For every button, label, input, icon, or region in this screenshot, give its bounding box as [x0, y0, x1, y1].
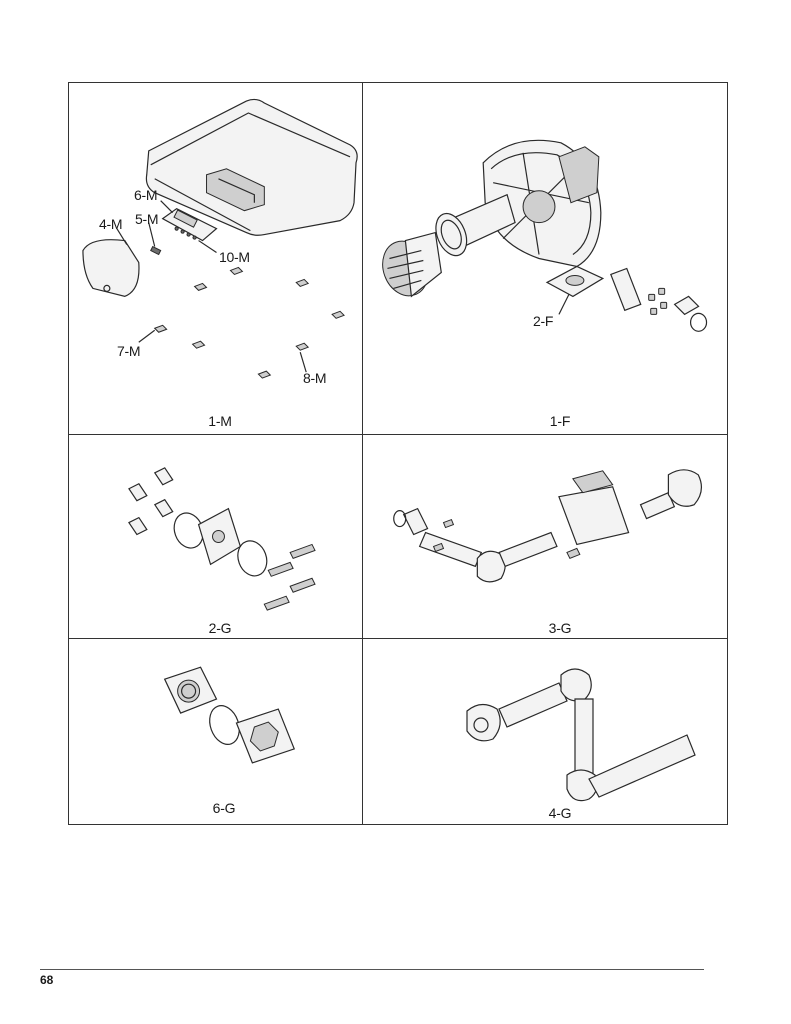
panel-1m: 6-M 5-M 4-M 10-M 7-M 8-M 1-M [69, 83, 363, 435]
caption-2g: 2-G [208, 620, 232, 636]
gas-valve-flange-kit-illustration [128, 467, 316, 611]
callout-10m: 10-M [219, 249, 250, 265]
caption-1m: 1-M [208, 413, 232, 429]
callout-5m: 5-M [135, 211, 159, 227]
page-number: 68 [40, 973, 54, 987]
callout-7m: 7-M [117, 343, 141, 359]
panel-2g: 2-G [69, 435, 363, 639]
callout-8m: 8-M [303, 370, 327, 386]
footer-rule [40, 969, 704, 970]
parts-diagram-grid: 6-M 5-M 4-M 10-M 7-M 8-M 1-M [68, 82, 728, 825]
callout-2f: 2-F [533, 313, 554, 329]
caption-4g: 4-G [548, 805, 572, 821]
callout-4m: 4-M [99, 216, 123, 232]
control-cover-assembly-illustration [82, 98, 358, 379]
caption-1f: 1-F [549, 413, 571, 429]
union-flange-set-illustration [163, 666, 296, 764]
caption-6g: 6-G [212, 800, 236, 816]
callout-6m: 6-M [134, 187, 158, 203]
gas-valve-piping-illustration [393, 469, 703, 583]
burner-blower-assembly-illustration [382, 139, 708, 332]
piping-elbow-assembly-illustration [466, 668, 696, 802]
panel-3g: 3-G [363, 435, 727, 639]
panel-6g: 6-G [69, 639, 363, 824]
caption-3g: 3-G [548, 620, 572, 636]
panel-1f: 2-F 1-F [363, 83, 727, 435]
panel-4g: 4-G [363, 639, 727, 824]
